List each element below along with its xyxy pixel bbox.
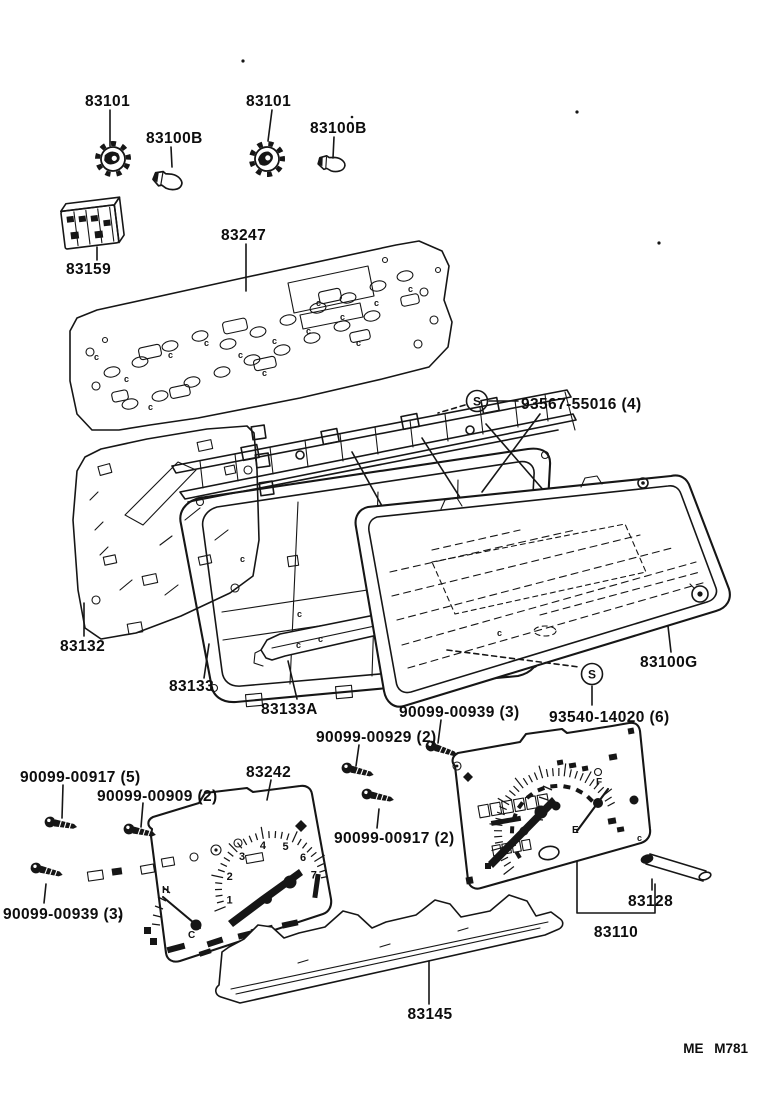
frame-hole-mark: c <box>240 554 245 564</box>
fuel-empty-label: E <box>572 825 579 836</box>
tachometer-plate-83242: 1 23 4 567 H C <box>86 784 333 963</box>
meter-case-83132 <box>72 425 260 640</box>
svg-text:c: c <box>238 350 243 360</box>
callout-83100b-left: 83100B <box>146 130 203 147</box>
substitution-marker-top: S <box>465 389 489 413</box>
svg-text:S: S <box>588 668 596 682</box>
svg-text:c: c <box>262 368 267 378</box>
speedometer-plate-83110: F E c <box>451 721 652 890</box>
screw-90099-00939-lower <box>28 860 65 881</box>
tach-numeral-6: 6 <box>300 852 306 864</box>
callout-93567-55016: 93567-55016 (4) <box>521 396 642 413</box>
callout-83100b-right: 83100B <box>310 120 367 137</box>
svg-text:c: c <box>94 352 99 362</box>
substitution-marker-bottom: S <box>580 662 604 686</box>
callout-83128: 83128 <box>628 893 673 910</box>
svg-text:S: S <box>473 395 481 409</box>
callout-83247: 83247 <box>221 227 266 244</box>
circuit-plate-83247: c c c c c c c c c c c c c c <box>69 240 453 431</box>
callout-83145: 83145 <box>407 1006 452 1023</box>
callout-83242: 83242 <box>246 764 291 781</box>
wedge-bulb-83100b-right <box>316 154 347 174</box>
bar-hole-mark: c <box>296 640 301 650</box>
bulb-socket-83101-left <box>93 139 132 178</box>
screw-90099-00917-5 <box>43 815 79 833</box>
bar-hole-mark: c <box>318 634 323 644</box>
odometer <box>477 793 550 826</box>
callout-labels: 83101 83100B 83101 83100B 83159 83247 93… <box>3 93 698 1023</box>
svg-text:c: c <box>168 350 173 360</box>
svg-text:c: c <box>204 338 209 348</box>
callout-90099-00939-upper: 90099-00939 (3) <box>399 704 520 721</box>
speedo-hole-mark: c <box>637 833 642 843</box>
connector-block-83159 <box>59 196 125 250</box>
speedo-indicator-icons <box>452 727 635 885</box>
ink-specks <box>118 59 661 919</box>
callout-90099-00939-lower: 90099-00939 (3) <box>3 906 124 923</box>
svg-text:c: c <box>124 374 129 384</box>
callout-83110: 83110 <box>594 924 638 941</box>
svg-text:c: c <box>374 298 379 308</box>
svg-text:c: c <box>356 338 361 348</box>
tach-numeral-5: 5 <box>283 841 289 853</box>
callout-83100g: 83100G <box>640 654 698 671</box>
frame-hole-mark: c <box>297 609 302 619</box>
doc-code: ME M781 <box>683 1041 748 1056</box>
callout-90099-00909: 90099-00909 (2) <box>97 788 218 805</box>
svg-text:c: c <box>148 402 153 412</box>
tach-numeral-3: 3 <box>239 851 245 863</box>
screw-90099-00929 <box>339 760 376 781</box>
svg-text:c: c <box>340 312 345 322</box>
trip-meter <box>491 838 532 857</box>
callout-83132: 83132 <box>60 638 105 655</box>
callout-83101-left: 83101 <box>85 93 130 110</box>
wedge-bulb-83100b-left <box>150 168 185 193</box>
callout-83159: 83159 <box>66 261 111 278</box>
reset-knob-pin-83128 <box>640 853 712 882</box>
temp-gauge-ticks <box>151 886 171 926</box>
callout-83133: 83133 <box>169 678 214 695</box>
svg-text:c: c <box>272 336 277 346</box>
svg-text:c: c <box>306 326 311 336</box>
leader-lines <box>43 109 672 1005</box>
plate-hole-marks: c c c c c c c c c c c c c c <box>94 284 413 412</box>
callout-93540-14020: 93540-14020 (6) <box>549 709 670 726</box>
tach-numeral-7: 7 <box>311 869 317 881</box>
bulb-socket-83101-right <box>249 141 285 177</box>
tach-numeral-2: 2 <box>227 871 233 883</box>
callout-90099-00917-2: 90099-00917 (2) <box>334 830 455 847</box>
tach-numerals: 1 23 4 567 <box>226 840 316 906</box>
tach-tick-marks <box>211 826 328 912</box>
fuel-full-label: F <box>596 777 602 788</box>
callout-83101-right: 83101 <box>246 93 291 110</box>
callout-90099-00929: 90099-00929 (2) <box>316 729 437 746</box>
svg-text:c: c <box>408 284 413 294</box>
lower-trim-strip-83145 <box>215 894 564 1004</box>
fuel-gauge-ticks <box>533 785 553 821</box>
glass-hole-mark: c <box>497 628 502 638</box>
tach-numeral-4: 4 <box>260 840 267 852</box>
tach-numeral-1: 1 <box>226 894 232 906</box>
callout-90099-00917-5: 90099-00917 (5) <box>20 769 141 786</box>
tach-indicator-icons <box>86 838 265 882</box>
svg-text:c: c <box>316 298 321 308</box>
temp-hot-label: H <box>162 885 169 896</box>
screw-90099-00917-2 <box>360 787 396 806</box>
callout-83133a: 83133A <box>261 701 318 718</box>
meter-glass-83100g: c <box>354 474 731 708</box>
temp-cold-label: C <box>188 930 195 941</box>
